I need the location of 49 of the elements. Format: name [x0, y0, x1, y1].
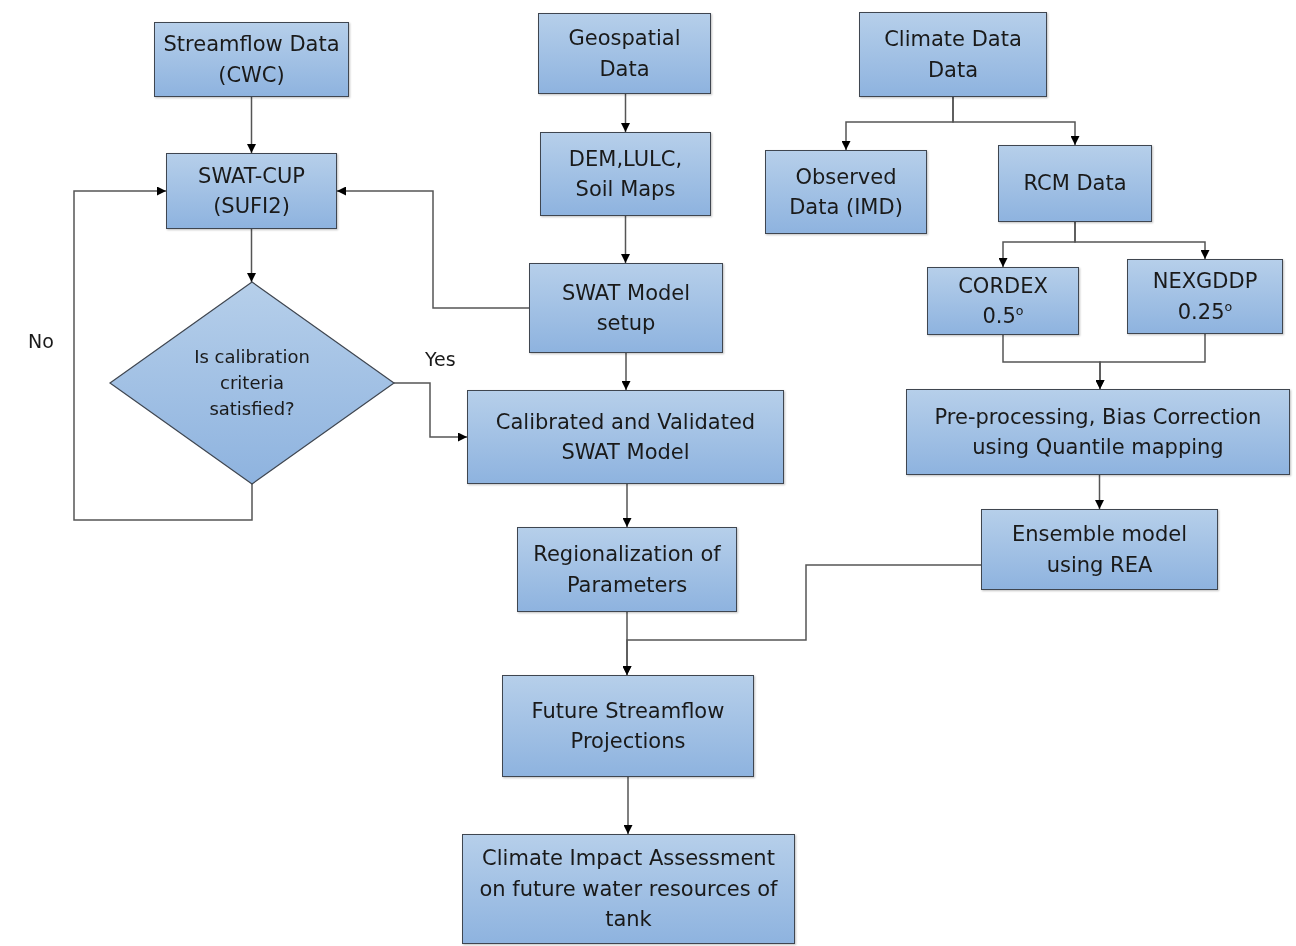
step-text: Future Streamflow Projections	[530, 697, 726, 755]
arrow	[1095, 333, 1206, 390]
step-text: Calibrated and Validated SWAT Model	[494, 408, 757, 466]
step-text: Climate Impact Assessment on future water resources of tank	[478, 845, 779, 934]
arrow	[622, 564, 982, 676]
step-text: DEM,LULC, Soil Maps	[567, 145, 684, 203]
step-text: SWAT Model setup	[560, 279, 692, 337]
arrow	[247, 96, 256, 154]
step-text: Pre-processing, Bias Correction using Quantile mapping	[933, 403, 1263, 461]
process-box	[517, 527, 737, 612]
process-box	[981, 509, 1218, 590]
process-box	[859, 12, 1047, 97]
process-box	[154, 22, 349, 97]
step-text: Geospatial Data	[567, 25, 682, 83]
step-text: Observed Data (IMD)	[788, 163, 904, 221]
process-box	[166, 153, 337, 229]
arrow	[621, 93, 630, 133]
process-box	[540, 132, 711, 216]
step-text: Streamflow Data (CWC)	[163, 31, 340, 89]
arrow	[336, 186, 530, 309]
process-box	[927, 267, 1079, 335]
arrow	[393, 382, 468, 442]
process-box	[1127, 259, 1283, 334]
process-box	[906, 389, 1290, 475]
process-box	[765, 150, 927, 234]
process-box	[998, 145, 1152, 222]
step-text: Climate Data Data	[883, 26, 1023, 84]
arrow	[73, 186, 253, 521]
process-box	[467, 390, 784, 484]
process-box	[538, 13, 711, 94]
step-text: Ensemble model using REA	[1010, 521, 1188, 579]
step-text: RCM Data	[1023, 170, 1127, 198]
process-box	[502, 675, 754, 777]
arrow	[623, 776, 633, 835]
process-box	[529, 263, 723, 353]
arrow	[622, 483, 632, 528]
arrow	[1074, 221, 1210, 260]
arrow	[621, 215, 630, 264]
arrow	[952, 96, 1080, 146]
step-text: NEXGDDP 0.25$^{o}$	[1151, 268, 1259, 326]
arrow	[1095, 474, 1104, 510]
step-text: Regionalization of Parameters	[532, 541, 722, 599]
process-box	[462, 834, 795, 944]
step-text: CORDEX 0.5$^{o}$	[957, 272, 1049, 330]
arrow	[247, 228, 256, 283]
decision-diamond	[110, 282, 394, 484]
arrow	[621, 352, 631, 391]
step-text: SWAT-CUP (SUFI2)	[197, 162, 306, 220]
decision-text: Is calibration criteria satisfied?	[193, 344, 311, 422]
